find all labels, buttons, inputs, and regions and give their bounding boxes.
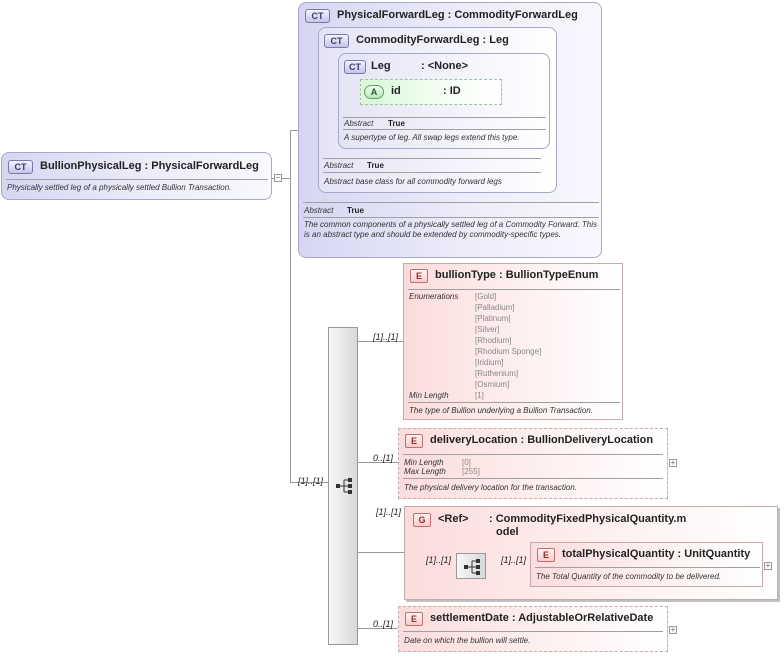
settlement-date-node[interactable]: E settlementDate : AdjustableOrRelativeD… bbox=[398, 606, 668, 652]
group-name: <Ref> bbox=[438, 513, 469, 525]
abstract-label: Abstract bbox=[344, 119, 374, 128]
enumerations-label: Enumerations bbox=[409, 292, 459, 301]
element-multiplicity: [1]..[1] bbox=[501, 555, 527, 565]
node-name: totalPhysicalQuantity : UnitQuantity bbox=[562, 548, 751, 560]
expand-button[interactable]: + bbox=[764, 561, 772, 570]
enum-value: [Rhodium] bbox=[475, 336, 512, 345]
sequence-icon bbox=[464, 559, 480, 575]
node-documentation: The type of Bullion underlying a Bullion… bbox=[409, 406, 593, 415]
group-icon: G bbox=[413, 513, 431, 527]
divider bbox=[403, 631, 663, 632]
enum-value: [Osmium] bbox=[475, 380, 510, 389]
complex-type-icon: CT bbox=[324, 34, 349, 48]
divider bbox=[343, 129, 546, 130]
enum-value: [Palladium] bbox=[475, 303, 515, 312]
divider bbox=[408, 402, 620, 403]
sequence-multiplicity: [1]..[1] bbox=[298, 476, 324, 486]
divider bbox=[303, 217, 599, 218]
divider bbox=[323, 172, 541, 173]
element-icon: E bbox=[410, 269, 428, 283]
collapse-toggle[interactable]: − bbox=[274, 173, 282, 182]
node-documentation: The physical delivery location for the t… bbox=[404, 483, 577, 492]
node-documentation: A supertype of leg. All swap legs extend… bbox=[344, 133, 520, 142]
node-name: deliveryLocation : BullionDeliveryLocati… bbox=[430, 434, 654, 446]
complex-type-icon: CT bbox=[305, 9, 330, 23]
abstract-label: Abstract bbox=[304, 206, 334, 215]
node-name: Leg bbox=[371, 60, 391, 72]
min-length-label: Min Length bbox=[409, 391, 449, 400]
enum-value: [Rhodium Sponge] bbox=[475, 347, 542, 356]
attribute-id-node[interactable]: A id : ID bbox=[360, 79, 502, 105]
node-name: PhysicalForwardLeg : CommodityForwardLeg bbox=[337, 9, 578, 21]
inner-sequence-compositor[interactable] bbox=[456, 553, 486, 579]
enum-value: [Silver] bbox=[475, 325, 500, 334]
element-icon: E bbox=[537, 548, 555, 562]
bullion-type-node[interactable]: E bullionType : BullionTypeEnum Enumerat… bbox=[403, 263, 623, 420]
connector bbox=[358, 628, 398, 629]
connector bbox=[358, 341, 404, 342]
group-type: : CommodityFixedPhysicalQuantity.m bbox=[489, 513, 687, 525]
attribute-icon: A bbox=[364, 85, 384, 99]
min-length-label: Min Length bbox=[404, 458, 444, 467]
divider bbox=[403, 454, 663, 455]
enum-value: [Gold] bbox=[475, 292, 497, 301]
element-multiplicity: [1]..[1] bbox=[373, 332, 399, 342]
node-documentation: Abstract base class for all commodity fo… bbox=[324, 177, 502, 186]
delivery-location-node[interactable]: E deliveryLocation : BullionDeliveryLoca… bbox=[398, 428, 668, 499]
sequence-compositor[interactable] bbox=[328, 327, 358, 645]
enum-value: [Ruthenium] bbox=[475, 369, 519, 378]
divider bbox=[303, 202, 599, 203]
node-documentation: Date on which the bullion will settle. bbox=[404, 636, 531, 645]
node-type: : <None> bbox=[421, 60, 469, 72]
node-documentation: Physically settled leg of a physically s… bbox=[7, 183, 232, 192]
divider bbox=[408, 289, 620, 290]
divider bbox=[343, 117, 546, 118]
node-name: settlementDate : AdjustableOrRelativeDat… bbox=[430, 612, 654, 624]
connector bbox=[290, 130, 291, 482]
connector bbox=[358, 552, 404, 553]
bullion-physical-leg-node[interactable]: CT BullionPhysicalLeg : PhysicalForwardL… bbox=[1, 152, 272, 200]
complex-type-icon: CT bbox=[344, 60, 366, 74]
max-length-label: Max Length bbox=[404, 467, 446, 476]
total-physical-quantity-node[interactable]: E totalPhysicalQuantity : UnitQuantity T… bbox=[530, 542, 763, 587]
abstract-label: Abstract bbox=[324, 161, 354, 170]
element-icon: E bbox=[405, 434, 423, 448]
abstract-value: True bbox=[347, 206, 364, 215]
divider bbox=[535, 567, 760, 568]
node-documentation: The common components of a physically se… bbox=[304, 220, 598, 239]
connector bbox=[290, 482, 328, 483]
connector bbox=[290, 130, 298, 131]
divider bbox=[323, 158, 541, 159]
group-multiplicity: [1]..[1] bbox=[376, 507, 402, 517]
node-documentation: The Total Quantity of the commodity to b… bbox=[536, 572, 722, 581]
divider bbox=[403, 478, 663, 479]
min-length-value: [0] bbox=[462, 458, 471, 467]
group-type-continued: odel bbox=[496, 526, 519, 538]
complex-type-icon: CT bbox=[8, 160, 33, 174]
max-length-value: [255] bbox=[462, 467, 480, 476]
element-multiplicity: 0..[1] bbox=[373, 619, 394, 629]
enum-value: [Iridium] bbox=[475, 358, 504, 367]
inner-sequence-multiplicity: [1]..[1] bbox=[426, 555, 452, 565]
node-name: BullionPhysicalLeg : PhysicalForwardLeg bbox=[40, 160, 259, 172]
divider bbox=[6, 179, 268, 180]
node-name: CommodityForwardLeg : Leg bbox=[356, 34, 509, 46]
sequence-icon bbox=[336, 478, 352, 494]
expand-button[interactable]: + bbox=[669, 458, 677, 467]
abstract-value: True bbox=[388, 119, 405, 128]
attribute-name: id bbox=[391, 85, 401, 97]
min-length-value: [1] bbox=[475, 391, 484, 400]
attribute-type: : ID bbox=[443, 85, 461, 97]
abstract-value: True bbox=[367, 161, 384, 170]
connector bbox=[358, 462, 398, 463]
element-multiplicity: 0..[1] bbox=[373, 453, 394, 463]
element-icon: E bbox=[405, 612, 423, 626]
expand-button[interactable]: + bbox=[669, 625, 677, 634]
node-name: bullionType : BullionTypeEnum bbox=[435, 269, 599, 281]
enum-value: [Platinum] bbox=[475, 314, 511, 323]
